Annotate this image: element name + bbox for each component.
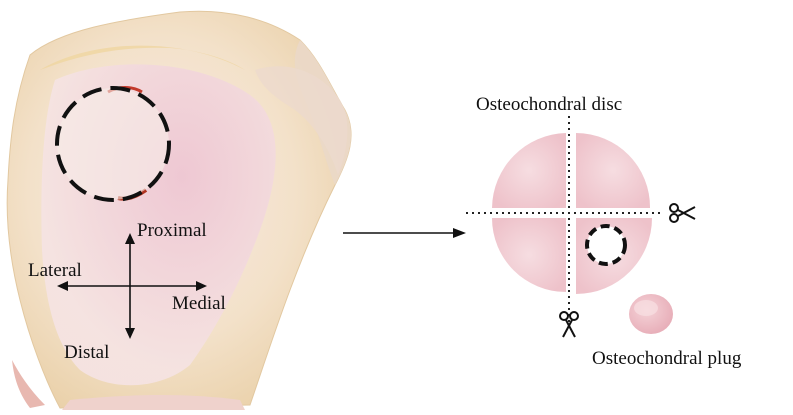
osteochondral-disc: Osteochondral disc bbox=[466, 94, 664, 322]
scissors-icon bbox=[670, 204, 695, 222]
defect-site-circle bbox=[57, 88, 169, 200]
disc-quadrant-top-left bbox=[492, 133, 566, 208]
plug-site-circle bbox=[587, 226, 625, 264]
label-distal: Distal bbox=[64, 342, 109, 363]
disc-quadrant-bottom-left bbox=[492, 218, 566, 292]
label-proximal: Proximal bbox=[137, 220, 207, 241]
osteochondral-plug: Osteochondral plug bbox=[592, 294, 742, 369]
disc-quadrant-top-right bbox=[576, 133, 650, 208]
plug-label: Osteochondral plug bbox=[592, 348, 742, 369]
label-lateral: Lateral bbox=[28, 260, 82, 281]
process-arrow bbox=[343, 228, 466, 238]
specimen-left-edge-red bbox=[12, 360, 45, 408]
label-medial: Medial bbox=[172, 293, 226, 314]
disc-label: Osteochondral disc bbox=[476, 94, 622, 115]
tissue-specimen: Proximal Lateral Medial Distal bbox=[7, 11, 351, 410]
